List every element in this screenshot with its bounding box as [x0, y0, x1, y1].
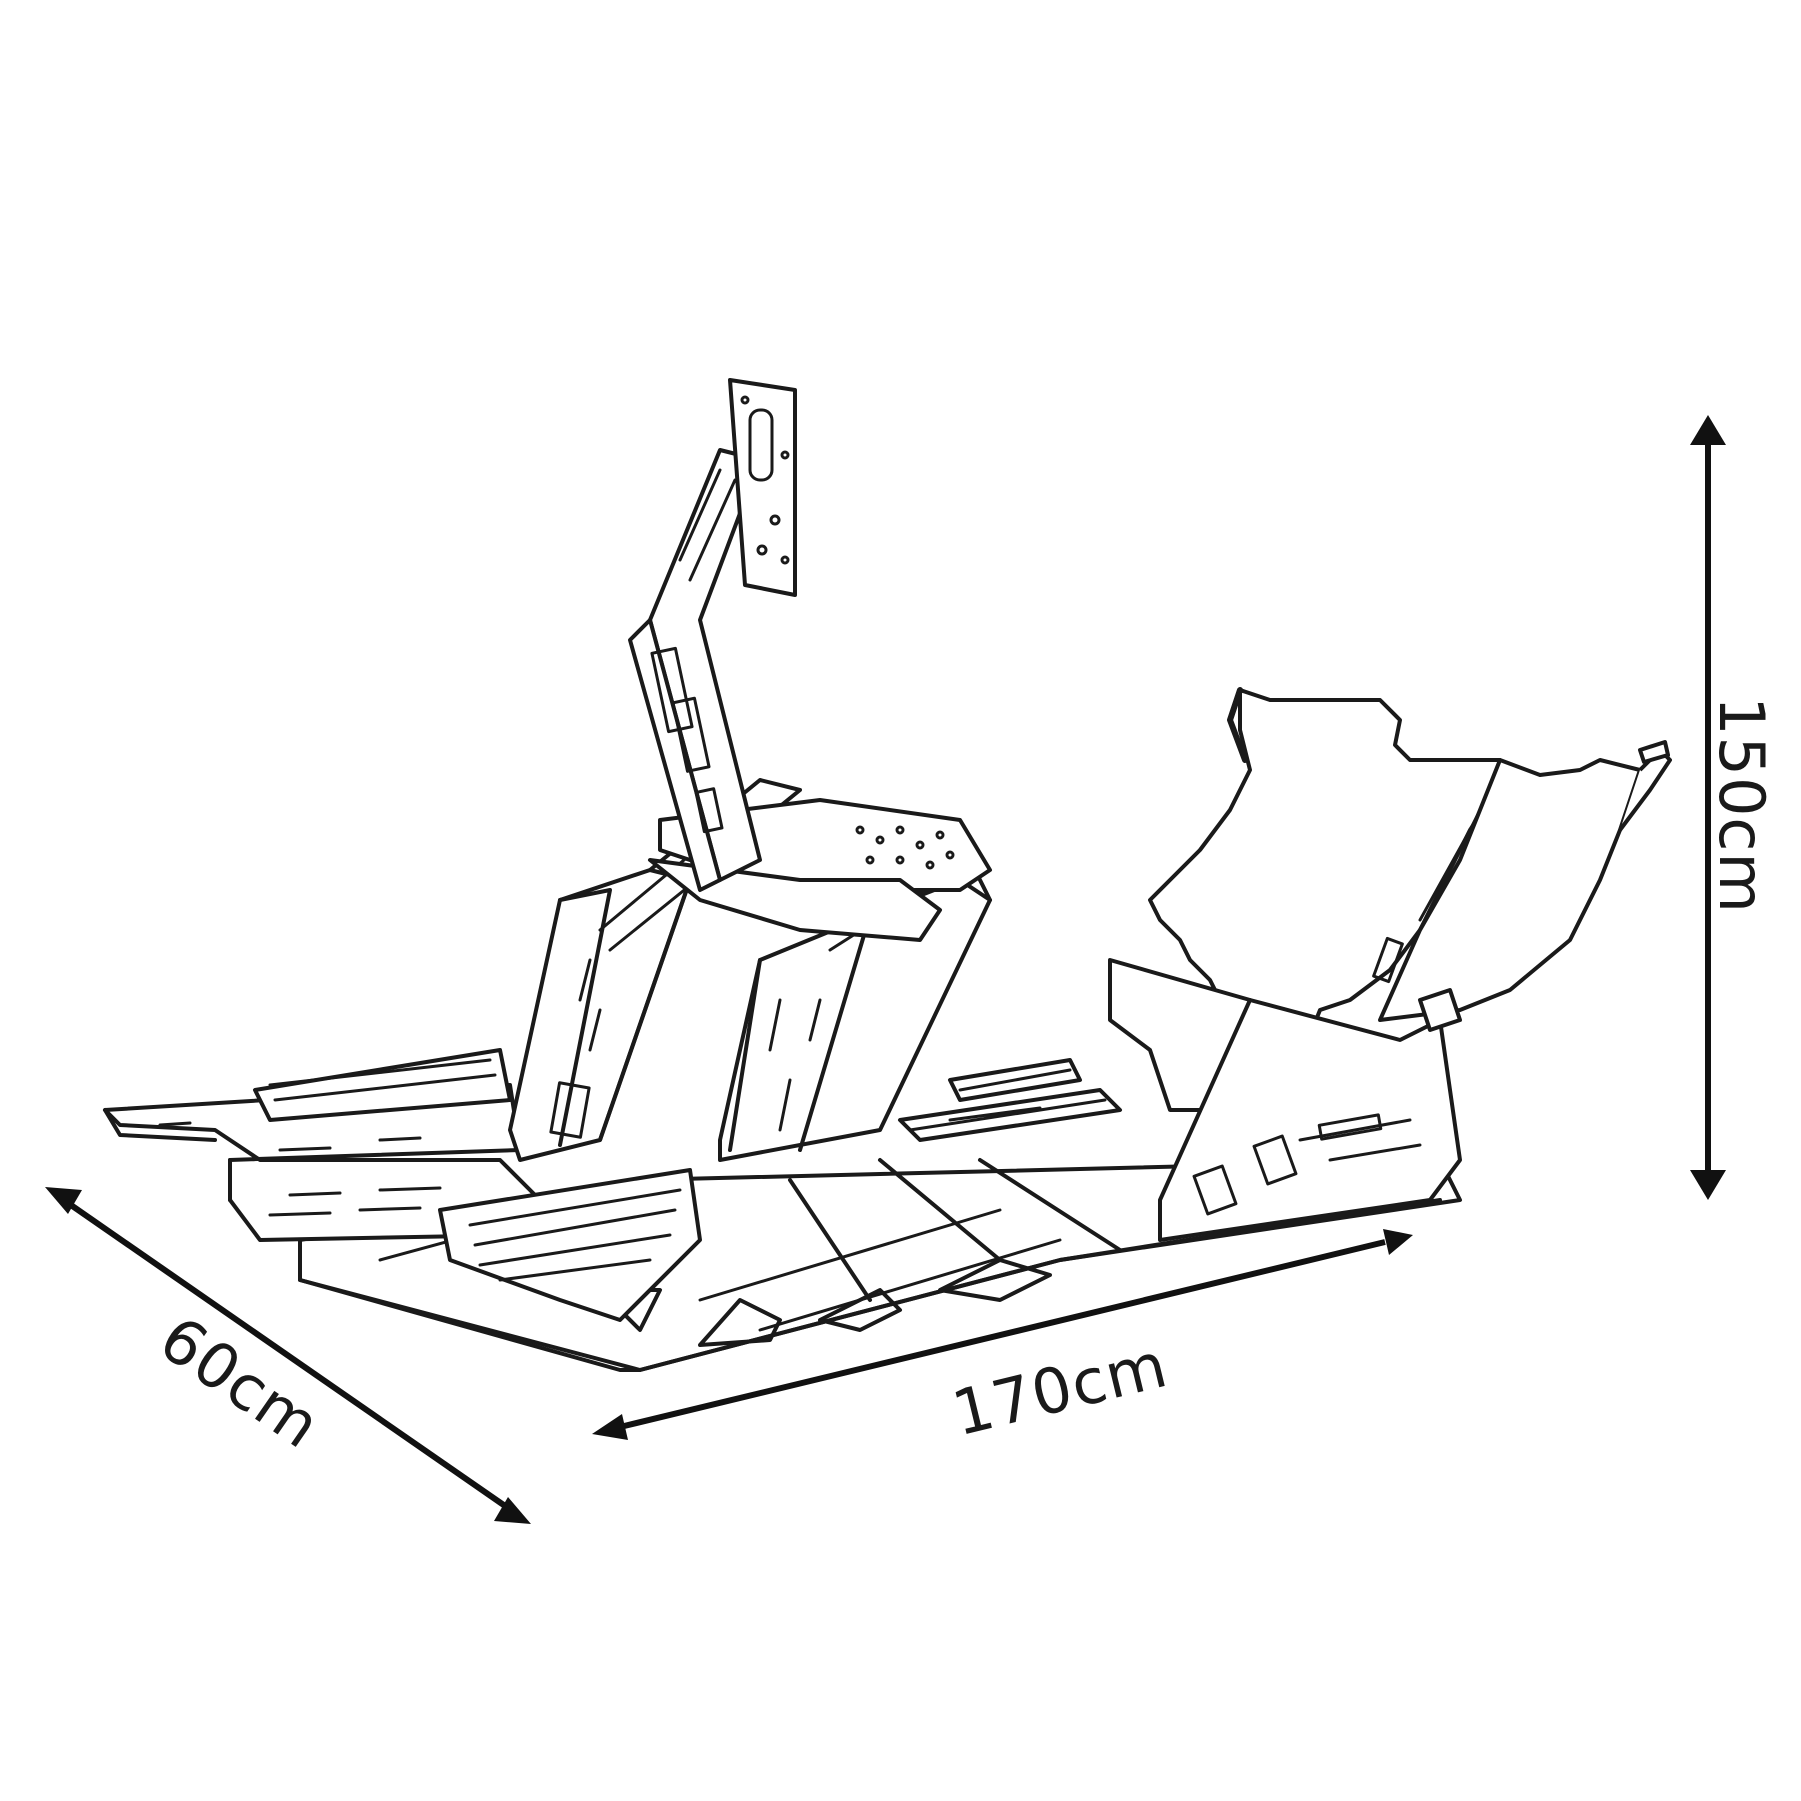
double-arrow-icon — [592, 1414, 628, 1440]
seat-rails — [898, 1058, 1122, 1142]
double-arrow-icon — [1690, 415, 1726, 445]
racing-seat — [1108, 687, 1672, 1242]
double-arrow-icon — [494, 1497, 531, 1524]
top-plate-holes — [855, 825, 955, 870]
double-arrow-icon — [45, 1187, 82, 1214]
mast-holes — [740, 395, 790, 565]
length-label: 170cm — [946, 1328, 1175, 1450]
height-dimension: 150cm — [1690, 415, 1778, 1200]
front-bracket — [438, 1168, 702, 1322]
pedal-plate — [103, 1048, 542, 1242]
double-arrow-icon — [1690, 1170, 1726, 1200]
double-arrow-icon — [1383, 1229, 1413, 1255]
pedal-holes — [158, 1121, 442, 1217]
height-label: 150cm — [1705, 696, 1778, 914]
monitor-mast — [628, 378, 797, 892]
